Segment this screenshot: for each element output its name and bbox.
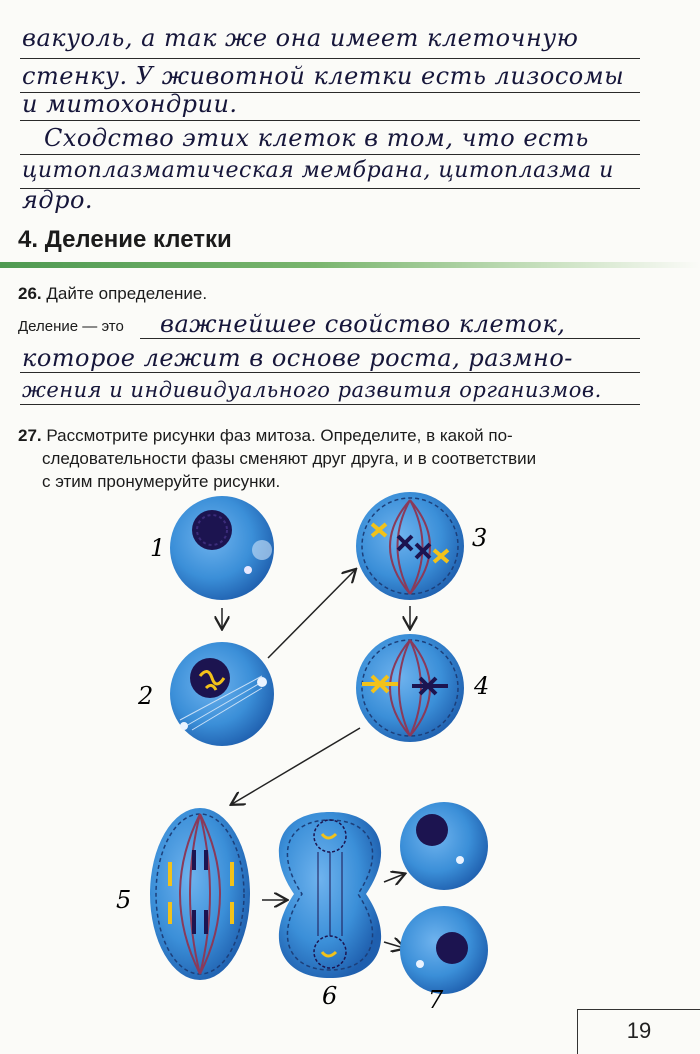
definition-answer-line-1: важнейшее свойство клеток, — [160, 310, 566, 338]
handwriting-line-6: ядро. — [22, 186, 94, 214]
task-26-heading: 26. Дайте определение. — [18, 282, 207, 305]
task-26-number: 26. — [18, 284, 42, 303]
section-header: 4. Деление клетки — [18, 226, 232, 254]
cell-daughter-7a — [400, 802, 488, 890]
answer-rule — [20, 188, 640, 189]
handwriting-line-5: цитоплазматическая мембрана, цитоплазма … — [22, 158, 614, 183]
figure-label-6: 6 — [322, 982, 337, 1010]
handwriting-line-4: Сходство этих клеток в том, что есть — [44, 124, 589, 152]
figure-label-3: 3 — [472, 524, 487, 552]
section-title: Деление клетки — [44, 226, 232, 253]
task-27-line-1: Рассмотрите рисунки фаз митоза. Определи… — [46, 426, 513, 445]
answer-rule — [20, 404, 640, 405]
section-divider — [0, 262, 700, 268]
cell-prophase-2 — [170, 642, 274, 746]
answer-rule — [20, 92, 640, 93]
figure-label-1: 1 — [150, 534, 165, 562]
task-27-number: 27. — [18, 426, 42, 445]
cell-anaphase-start-4 — [356, 634, 464, 742]
task-27-line-2: следовательности фазы сменяют друг друга… — [42, 449, 537, 468]
task-27-text: 27. Рассмотрите рисунки фаз митоза. Опре… — [18, 424, 658, 493]
handwriting-line-1: вакуоль, а так же она имеет клеточную — [22, 24, 579, 52]
figure-label-5: 5 — [116, 886, 131, 914]
answer-rule — [20, 372, 640, 373]
arrow — [267, 570, 355, 659]
cell-daughter-7b — [400, 906, 488, 994]
handwriting-line-3: и митохондрии. — [22, 90, 238, 118]
arrow — [383, 874, 404, 882]
answer-rule — [20, 120, 640, 121]
handwriting-line-2: стенку. У животной клетки есть лизосомы — [22, 62, 625, 90]
answer-rule — [20, 154, 640, 155]
arrow — [232, 727, 361, 804]
definition-answer-line-2: которое лежит в основе роста, размно- — [22, 344, 573, 372]
mitosis-figure: 1 2 3 — [116, 492, 489, 1010]
answer-rule — [140, 338, 640, 339]
figure-label-2: 2 — [137, 682, 153, 710]
answer-rule — [20, 58, 640, 59]
figure-label-7: 7 — [428, 986, 444, 1010]
cell-metaphase-3 — [356, 492, 464, 600]
cell-telophase-6 — [278, 812, 382, 978]
cell-interphase-1 — [170, 496, 274, 600]
task-26-prompt: Дайте определение. — [46, 284, 208, 303]
figure-label-4: 4 — [473, 672, 489, 700]
page-number: 19 — [577, 1009, 700, 1054]
section-number: 4. — [18, 226, 39, 253]
cell-anaphase-5 — [150, 808, 250, 980]
definition-lead: Деление — это — [18, 318, 124, 335]
task-27-line-3: с этим пронумеруйте рисунки. — [42, 472, 281, 491]
definition-answer-line-3: жения и индивидуального развития организ… — [22, 378, 602, 402]
